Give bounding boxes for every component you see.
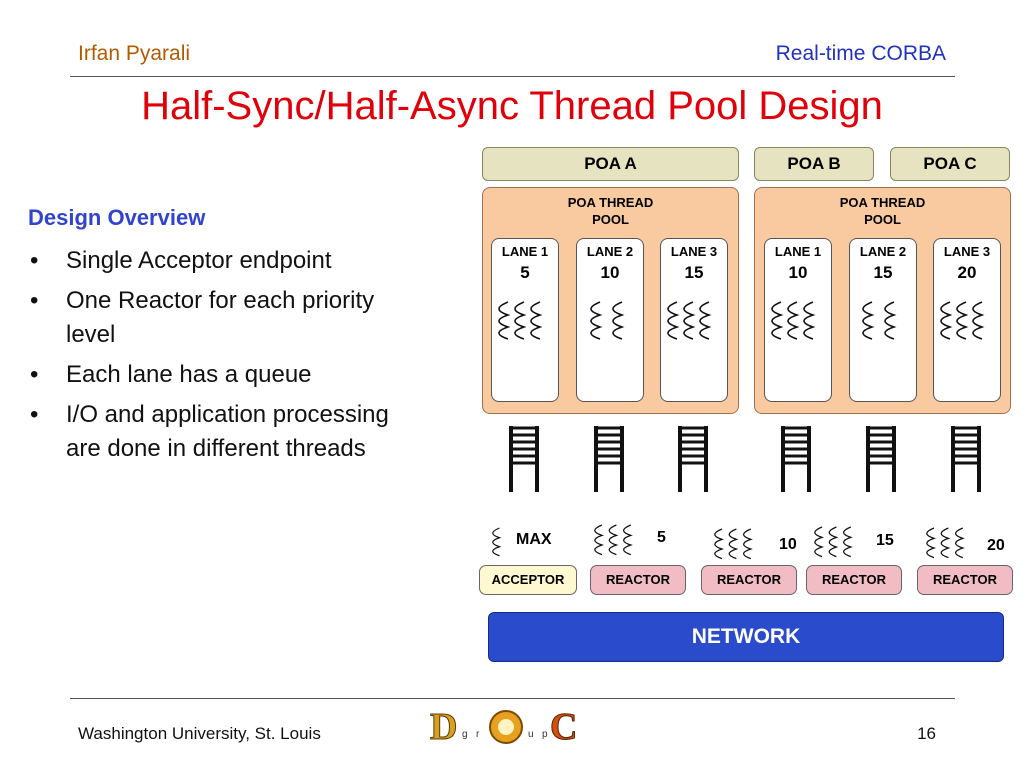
pool2-lane1: LANE 1 10 [764, 238, 832, 402]
lane-priority: 20 [957, 263, 977, 282]
pool-title-line2: POOL [864, 212, 901, 227]
pool1-lane3: LANE 3 15 [660, 238, 728, 402]
thread-icon-group [714, 528, 752, 560]
thread-icon-group [814, 526, 852, 558]
queue-icon [866, 424, 896, 494]
pool-title-line1: POA THREAD [567, 195, 654, 210]
lane-priority: 10 [788, 263, 808, 282]
lane-name: LANE 3 [670, 244, 718, 259]
pool1-lane1: LANE 1 5 [491, 238, 559, 402]
pool-title-line1: POA THREAD [839, 195, 926, 210]
topic-name: Real-time CORBA [775, 42, 946, 65]
reactor-box: REACTOR [917, 565, 1013, 595]
lane-priority: 5 [520, 263, 530, 282]
lane-name: LANE 2 [859, 244, 907, 259]
svg-text:C: C [550, 706, 577, 748]
pool-title-line2: POOL [592, 212, 629, 227]
lane-name: LANE 2 [586, 244, 634, 259]
reactor-priority-label: 5 [657, 529, 666, 546]
lane-priority: 15 [873, 263, 893, 282]
thread-icon-group [940, 301, 983, 340]
author-name: Irfan Pyarali [78, 42, 191, 65]
svg-text:D: D [430, 706, 457, 748]
acceptor-priority-label: MAX [516, 531, 552, 548]
reactor-box: REACTOR [701, 565, 797, 595]
thread-icon-group [594, 524, 632, 556]
thread-icon-group [590, 301, 623, 340]
thread-icon-group [492, 527, 501, 557]
slide-title: Half-Sync/Half-Async Thread Pool Design [141, 84, 883, 128]
pool2-lane2: LANE 2 15 [849, 238, 917, 402]
header-divider [70, 76, 955, 77]
queue-icon [509, 424, 539, 494]
svg-text:p: p [542, 729, 548, 740]
thread-icon-group [498, 301, 541, 340]
footer-divider [70, 698, 955, 699]
poa-b-box: POA B [754, 147, 874, 181]
lane-priority: 10 [600, 263, 620, 282]
thread-icon-group [771, 301, 814, 340]
bullet-item: One Reactor for each priority level [28, 284, 408, 352]
lane-name: LANE 3 [943, 244, 991, 259]
svg-text:u: u [528, 729, 534, 740]
bullet-item: I/O and application processing are done … [28, 398, 408, 466]
thread-icon-group [926, 527, 964, 559]
queue-icon [951, 424, 981, 494]
lane-priority: 15 [684, 263, 704, 282]
network-bar: NETWORK [488, 612, 1004, 662]
poa-c-box: POA C [890, 147, 1010, 181]
svg-text:g: g [462, 729, 468, 740]
queue-icon [678, 424, 708, 494]
pool1-lane2: LANE 2 10 [576, 238, 644, 402]
reactor-box: REACTOR [806, 565, 902, 595]
thread-icon-group [862, 301, 895, 340]
overview-bullet-list: Single Acceptor endpoint One Reactor for… [28, 244, 408, 472]
reactor-priority-label: 20 [987, 537, 1005, 554]
overview-heading: Design Overview [28, 205, 206, 230]
lane-name: LANE 1 [774, 244, 822, 259]
queue-icon [781, 424, 811, 494]
queue-icon [594, 424, 624, 494]
poa-a-box: POA A [482, 147, 739, 181]
bullet-item: Single Acceptor endpoint [28, 244, 408, 278]
bullet-item: Each lane has a queue [28, 358, 408, 392]
footer-institution: Washington University, St. Louis [78, 724, 321, 743]
svg-text:r: r [476, 729, 480, 740]
lane-name: LANE 1 [501, 244, 549, 259]
pool2-lane3: LANE 3 20 [933, 238, 1001, 402]
reactor-box: REACTOR [590, 565, 686, 595]
acceptor-box: ACCEPTOR [479, 565, 577, 595]
doc-group-logo: D g r u p C [430, 706, 578, 749]
thread-icon-group [667, 301, 710, 340]
page-number: 16 [917, 724, 936, 743]
reactor-priority-label: 15 [876, 532, 894, 549]
reactor-priority-label: 10 [779, 536, 797, 553]
